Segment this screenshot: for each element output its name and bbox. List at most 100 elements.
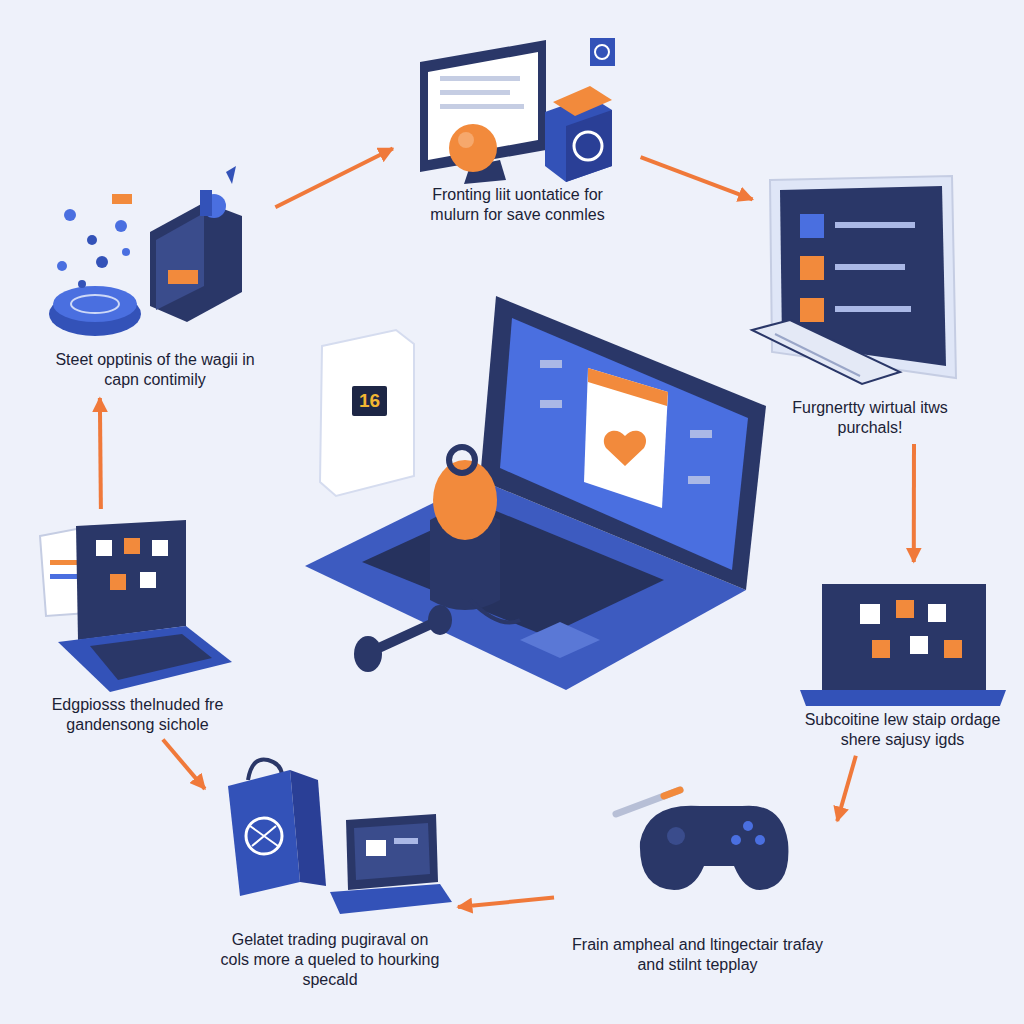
desktop-icon-shape [835,306,911,312]
device-icon-shape [156,213,204,310]
shopping-bag-icon-shape [290,770,326,886]
laptop-icon-shape [872,640,890,658]
workstation-icon-shape [96,540,112,556]
desktop-icon-shape [835,222,915,228]
station-caption: Furgnertty wirtual itws purchals! [760,398,980,438]
monitor-icon-shape [590,38,615,66]
station: Subcoitine lew staip ordage shere sajusy… [790,570,1015,750]
shopping-bag-icon-shape [394,838,418,844]
flow-arrow [641,157,753,199]
station: Gelatet trading pugiraval on cols more a… [210,755,450,990]
device-icon-shape [168,270,198,284]
workstation-icon-shape [90,634,212,680]
flow-arrow [100,398,101,509]
shopping-bag-icon-shape [366,840,386,856]
station: Fronting liit uontatice for mulurn for s… [400,25,635,225]
laptop-icon-shape [800,690,1006,706]
center-laptop-illustration-shape [540,400,562,408]
shopping-bag-icon-shape [246,818,282,854]
flow-arrow [458,898,554,907]
workstation-icon-shape [110,574,126,590]
desktop-icon-shape [752,320,900,384]
station: Edgpiosss thelnuded fre gandensong sicho… [30,515,245,735]
monitor-icon [420,38,615,184]
gamepad-icon-shape [667,827,685,845]
gamepad-icon-shape [731,835,741,845]
center-laptop-illustration-shape [588,368,668,406]
desktop-icon-shape [835,264,905,270]
connectors [100,149,914,907]
station: Frain ampheal and ltingectair trafay and… [560,780,835,975]
station: Furgnertty wirtual itws purchals! [760,170,980,438]
gamepad-icon-shape [640,806,789,890]
device-icon-shape [96,256,108,268]
device-icon-shape [53,286,137,322]
laptop-icon-shape [896,600,914,618]
desktop-icon-shape [800,256,824,280]
center-laptop-illustration [305,296,766,690]
device-icon-shape [87,235,97,245]
laptop-icon-shape [928,604,946,622]
flow-arrow [912,444,916,562]
monitor-icon-shape [553,86,612,116]
monitor-icon-shape [440,90,510,95]
station-caption: Frain ampheal and ltingectair trafay and… [560,935,835,975]
monitor-icon-shape [440,76,520,81]
device-icon-shape [64,209,76,221]
card-number: 16 [352,386,387,416]
desktop-icon [752,176,956,384]
center-laptop-illustration-shape [584,368,668,508]
gamepad-icon-shape [664,790,680,796]
monitor-icon-shape [458,132,474,148]
device-icon-shape [78,280,86,288]
center-laptop-illustration-shape [604,431,646,466]
station: Steet opptinis of the wagii in capn cont… [40,150,270,390]
monitor-icon-shape [566,110,612,182]
workstation-icon-shape [124,538,140,554]
device-icon-shape [112,194,132,204]
gamepad-icon-shape [743,821,753,831]
gamepad-icon-shape [616,790,680,814]
device-icon-shape [122,248,130,256]
shopping-bag-icon-shape [354,823,430,880]
center-laptop-illustration-shape [470,600,520,623]
center-laptop-illustration-shape [690,430,712,438]
center-laptop-illustration-shape [540,360,562,368]
desktop-icon-shape [775,334,860,376]
workstation-icon-shape [58,626,232,692]
laptop-icon [800,584,1006,706]
station-caption: Steet opptinis of the wagii in capn cont… [40,350,270,390]
desktop-icon-shape [800,298,824,322]
device-icon-shape [150,202,242,322]
desktop-icon-shape [800,214,824,238]
laptop-icon-shape [860,604,880,624]
gamepad-icon-shape [755,835,765,845]
monitor-icon-shape [420,40,546,172]
center-laptop-illustration-shape [688,476,710,484]
shopping-bag-icon-shape [250,826,278,846]
laptop-icon-shape [944,640,962,658]
device-icon-shape [71,295,119,313]
flow-arrow [837,756,856,821]
center-laptop-illustration-shape [320,330,414,496]
shopping-bag-icon-shape [346,814,438,890]
monitor-icon-shape [574,132,602,160]
device-icon-shape [115,220,127,232]
center-laptop-illustration-shape [449,447,475,473]
shopping-bag-icon-shape [228,770,300,896]
device-icon-shape [200,190,212,216]
shopping-bag-icon-shape [330,884,452,914]
station-caption: Gelatet trading pugiraval on cols more a… [210,930,450,990]
monitor-icon-shape [449,124,497,172]
monitor-icon-shape [440,104,524,109]
station-caption: Fronting liit uontatice for mulurn for s… [400,185,635,225]
center-laptop-illustration-shape [428,605,452,635]
laptop-icon-shape [822,584,986,690]
